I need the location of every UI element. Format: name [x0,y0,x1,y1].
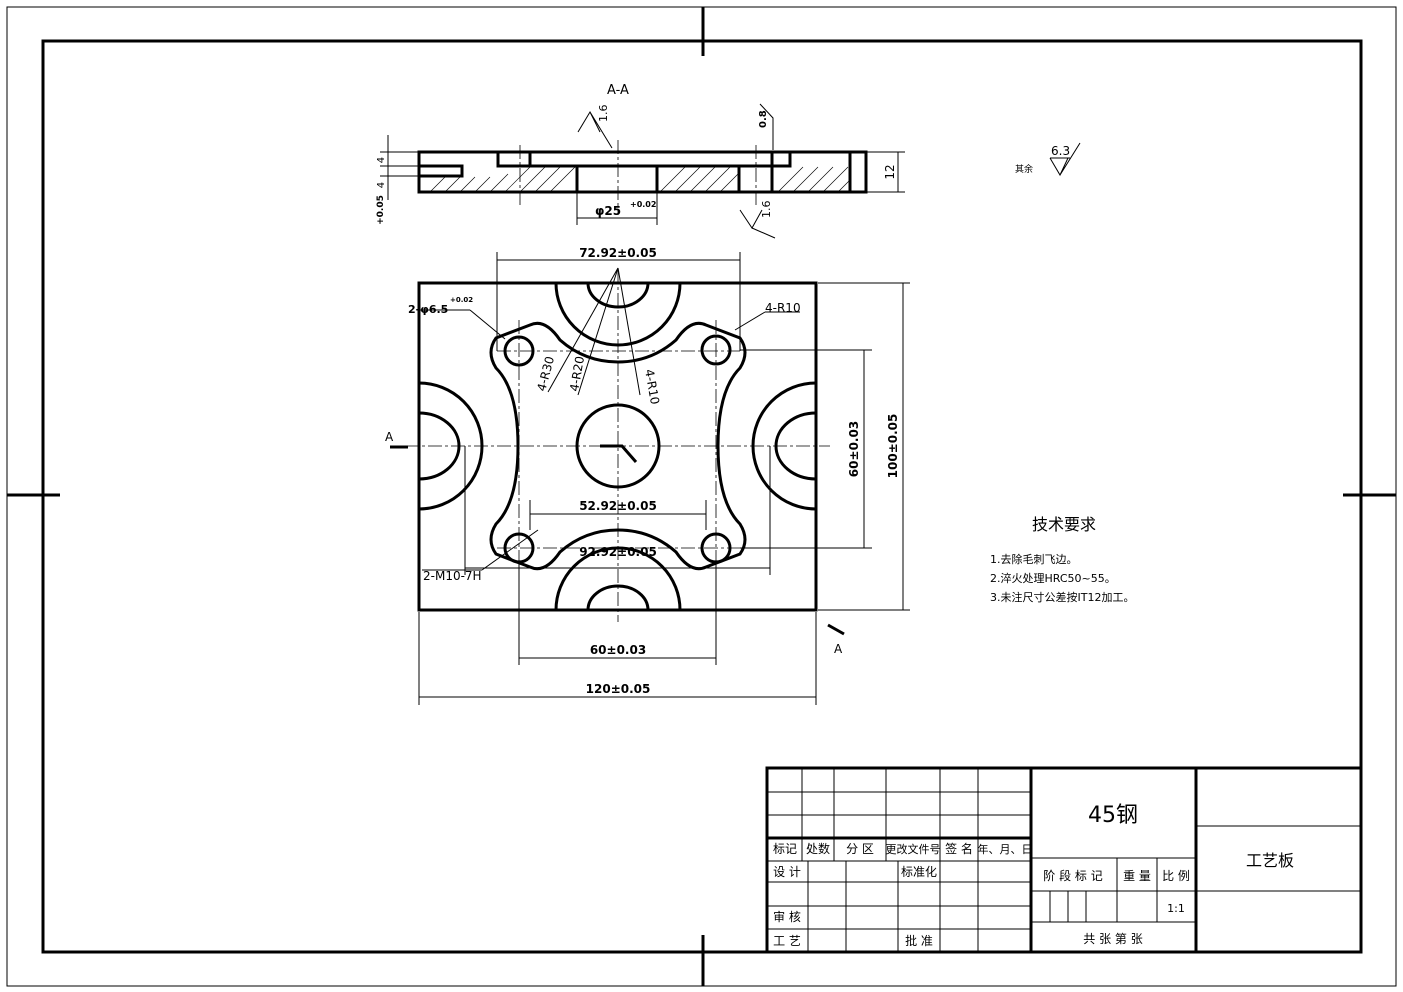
dim-height: 12 [883,164,897,179]
tb-review: 审 核 [773,909,801,924]
tb-header: 处数 [806,841,830,856]
tb-sheets: 共 张 第 张 [1083,932,1142,946]
dim-left-tol: +0.05 [376,195,386,225]
plan-view: A A [385,246,910,705]
roughness-symbol: 1.6 [739,201,776,239]
tb-header: 签 名 [945,841,973,856]
roughness-symbol: 0.8 [758,103,774,150]
tb-scale-label: 比 例 [1162,869,1190,883]
dim-bore-tol: +0.02 [630,200,656,209]
tb-part-name: 工艺板 [1246,851,1294,870]
label-r10-mid: 4-R10 [642,368,662,405]
tb-header: 年、月、日 [978,842,1033,856]
dim-right-inner: 60±0.03 [847,421,861,477]
tech-item: 2.淬火处理HRC50~55。 [990,571,1116,585]
title-block: 标记 处数 分 区 更改文件号 签 名 年、月、日 设 计 标准化 审 核 工 … [765,766,1363,954]
corner-hole [700,334,732,366]
section-dimensions [380,135,905,225]
tb-stage-mark: 阶 段 标 记 [1043,868,1102,883]
dim-top: 72.92±0.05 [579,246,657,260]
svg-text:6.3: 6.3 [1051,144,1070,158]
tb-approve: 批 准 [905,933,933,948]
tb-weight: 重 量 [1123,869,1151,883]
tb-header: 分 区 [846,842,874,856]
tb-header: 标记 [773,842,797,856]
sheet-inner-border [41,39,1363,954]
label-r20: 4-R20 [567,355,587,392]
tb-process: 工 艺 [773,934,801,948]
tb-design: 设 计 [773,865,801,879]
label-holes-top-tol: +0.02 [450,296,473,304]
svg-text:1.6: 1.6 [760,201,773,219]
plan-dimensions [418,252,910,705]
svg-text:0.8: 0.8 [758,110,769,128]
roughness-symbol: 1.6 [577,105,613,149]
section-mark-left: A [385,430,394,444]
tb-scale-value: 1:1 [1167,902,1185,915]
dim-step-top: 4 [376,157,387,163]
svg-text:其余: 其余 [1015,163,1033,175]
dim-lower: 92.92±0.05 [579,545,657,559]
roughness-note: 其余 6.3 [1015,142,1081,177]
dim-bottom: 60±0.03 [590,643,646,657]
tb-material: 45钢 [1088,803,1138,828]
tb-standardize: 标准化 [901,865,937,879]
svg-text:1.6: 1.6 [597,105,610,123]
section-cut-mark-right [827,623,845,636]
dim-bore: φ25 [595,204,621,218]
section-mark-right: A [834,642,843,656]
section-label: A-A [607,83,629,98]
dim-mid: 52.92±0.05 [579,499,657,513]
section-view: A-A [376,83,905,239]
label-threads: 2-M10-7H [423,569,482,583]
tech-item: 1.去除毛刺飞边。 [990,552,1078,566]
centering-marks [7,7,1396,986]
plate-outline [417,281,818,612]
label-r30: 4-R30 [534,355,557,393]
dim-step-bottom: 4 [376,182,387,188]
label-r10-top: 4-R10 [765,301,801,315]
label-holes-top: 2-φ6.5 [408,303,448,316]
pocket-outline [489,321,747,571]
sheet-outer-border [6,6,1397,987]
tech-title: 技术要求 [1032,515,1096,534]
dim-overall-width: 120±0.05 [586,682,651,696]
plan-centerlines [405,270,830,622]
section-hatch [429,166,851,193]
dim-right-outer: 100±0.05 [886,414,900,479]
tb-header: 更改文件号 [886,842,941,856]
tech-item: 3.未注尺寸公差按IT12加工。 [990,590,1134,604]
tech-requirements: 技术要求 1.去除毛刺飞边。 2.淬火处理HRC50~55。 3.未注尺寸公差按… [990,515,1134,604]
